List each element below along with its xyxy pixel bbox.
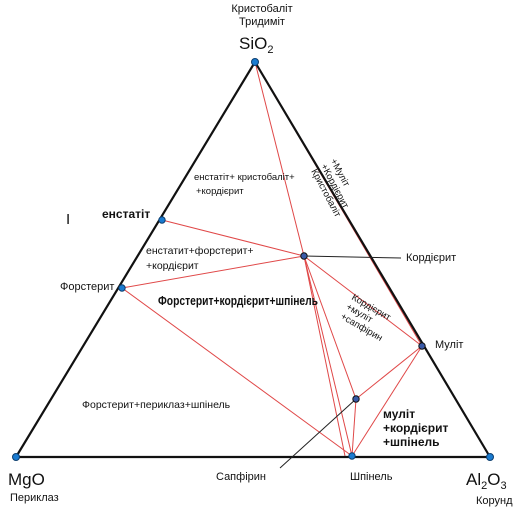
mullite-marker	[418, 342, 426, 350]
field-mul-cord-spin-l2: +кордієрит	[383, 421, 449, 435]
tie-sio2-cordierite	[254, 61, 305, 257]
tie-forsterite-cordierite	[121, 255, 305, 289]
vertex-sio2-marker	[251, 58, 259, 66]
tie-forsterite-spinel	[121, 287, 353, 457]
tie-lines	[121, 61, 423, 457]
mgo-formula: MgO	[8, 470, 45, 489]
tie-cordierite-sapphirine	[303, 255, 357, 400]
spinel-marker	[348, 452, 356, 460]
field-ens-for-cord-l2: +кордієрит	[146, 260, 199, 272]
field-cord-mul-sapph: Кордієрит +муліт +сапфірин	[339, 292, 394, 344]
forsterite-marker	[118, 284, 126, 292]
field-for-cord-spin: Форстерит+кордієрит+шпінель	[158, 294, 318, 308]
al2o3-phase: Корунд	[476, 495, 513, 507]
field-mul-cord-spin-l3: +шпінель	[383, 435, 440, 449]
sapphirine-marker	[352, 395, 360, 403]
triangle-edges	[15, 61, 491, 459]
tie-mullite-sapphirine	[355, 345, 423, 400]
tie-cordierite-spinel-b	[303, 255, 346, 457]
cordierite-marker	[300, 252, 308, 260]
field-ens-cris-cord-l2: +кордієрит	[196, 186, 244, 197]
field-ens-for-cord-l1: енстатит+форстерит+	[146, 245, 254, 257]
tie-cordierite-spinel-a	[303, 255, 353, 457]
tie-cordierite-mullite	[303, 255, 423, 347]
field-for-per-spin: Форстерит+периклаз+шпінель	[82, 399, 231, 411]
al2o3-formula: Al2O3	[466, 470, 507, 492]
region-mark: I	[66, 211, 70, 228]
sio2-phase-line1: Кристобаліт	[231, 3, 292, 15]
tie-enstatite-cordierite	[161, 219, 305, 257]
sio2-phase-line2: Тридиміт	[239, 16, 285, 28]
edge-sio2-al2o3	[254, 61, 491, 458]
cordierite-label: Кордієрит	[406, 252, 456, 264]
vertex-al2o3-marker	[486, 453, 494, 461]
field-ens-cris-cord-l1: енстатіт+ кристобаліт+	[194, 172, 295, 183]
spinel-label: Шпінель	[350, 471, 393, 483]
sio2-formula: SiO2	[239, 34, 273, 56]
edge-sio2-mgo	[15, 61, 256, 458]
tie-mullite-spinel	[351, 345, 423, 457]
tie-sapphirine-spinel	[351, 398, 357, 457]
enstatite-marker	[158, 216, 166, 224]
vertex-mgo-marker	[12, 453, 20, 461]
forsterite-label: Форстерит	[60, 281, 114, 293]
sapphirine-label: Сапфірин	[216, 471, 266, 483]
enstatite-label: енстатіт	[102, 207, 150, 221]
mgo-phase: Периклаз	[10, 492, 59, 504]
mullite-label: Муліт	[435, 339, 463, 351]
field-mul-cord-spin-l1: муліт	[383, 407, 415, 421]
leader-cordierite	[303, 255, 402, 259]
leader-sapphirine	[279, 398, 357, 469]
